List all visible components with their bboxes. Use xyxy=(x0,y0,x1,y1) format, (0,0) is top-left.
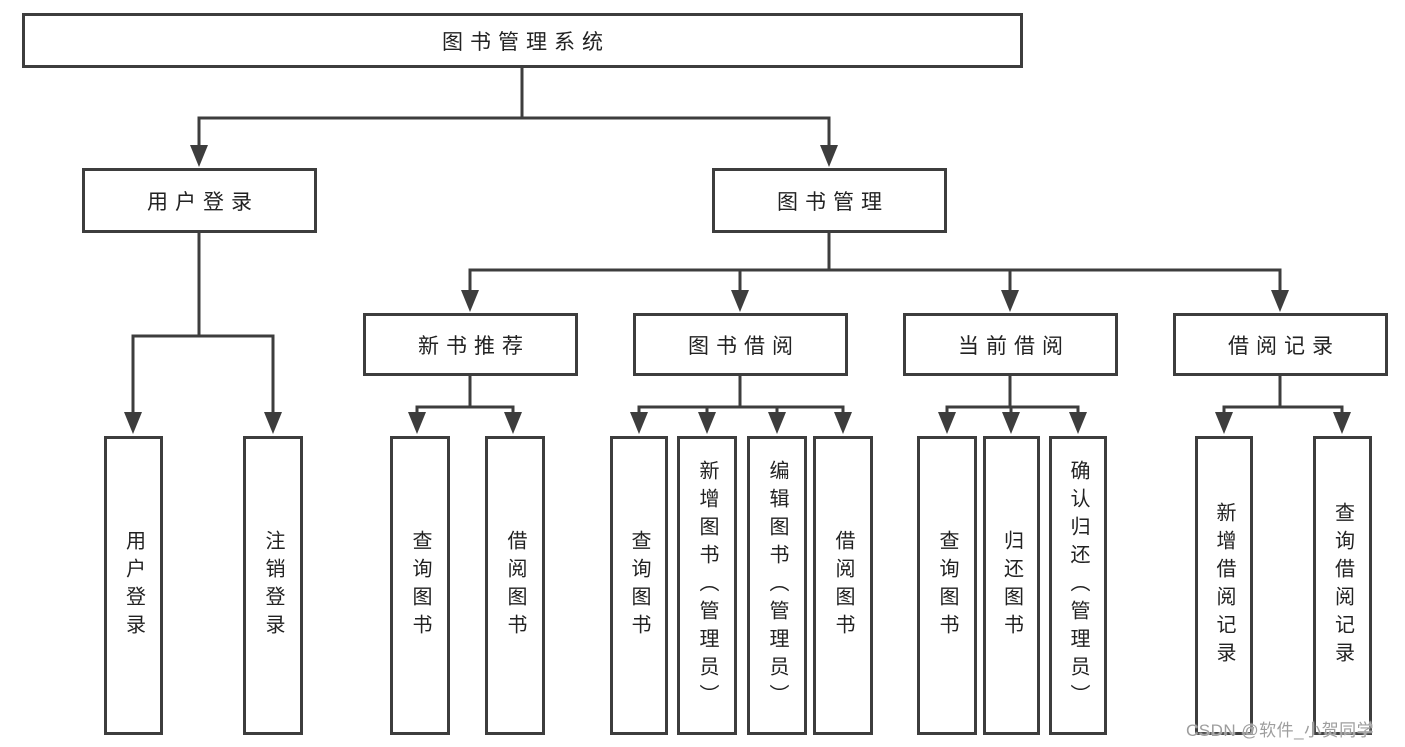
node-label: 确认归还（管理员） xyxy=(1067,459,1089,712)
leaf-add-borrow-record: 新增借阅记录 xyxy=(1195,436,1253,735)
node-root-system: 图书管理系统 xyxy=(22,13,1023,68)
connector-user-login xyxy=(131,232,275,413)
node-label: 图书借阅 xyxy=(688,334,800,358)
node-label: 注销登录 xyxy=(262,529,284,642)
arrow-down-icon xyxy=(768,412,786,434)
arrow-down-icon xyxy=(630,412,648,434)
node-label: 借阅记录 xyxy=(1228,334,1340,358)
arrow-down-icon xyxy=(1333,412,1351,434)
node-borrow-record: 借阅记录 xyxy=(1173,313,1388,376)
arrow-down-icon xyxy=(1069,412,1087,434)
leaf-query-book-2: 查询图书 xyxy=(610,436,668,735)
node-label: 借阅图书 xyxy=(504,529,526,642)
arrow-down-icon xyxy=(834,412,852,434)
node-label: 用户登录 xyxy=(147,190,259,214)
connector-current-borrow xyxy=(945,376,1080,413)
node-label: 新增借阅记录 xyxy=(1213,501,1235,670)
node-book-mgmt: 图书管理 xyxy=(712,168,947,233)
watermark: CSDN @软件_小贺同学 xyxy=(1186,721,1375,740)
arrow-down-icon xyxy=(1215,412,1233,434)
arrow-down-icon xyxy=(938,412,956,434)
node-label: 归还图书 xyxy=(1000,529,1023,642)
arrow-down-icon xyxy=(1271,290,1289,312)
connector-new-book xyxy=(415,376,515,413)
leaf-add-book-admin: 新增图书（管理员） xyxy=(677,436,737,735)
node-label: 当前借阅 xyxy=(958,334,1070,358)
arrow-down-icon xyxy=(461,290,479,312)
node-user-login: 用户登录 xyxy=(82,168,317,233)
node-label: 用户登录 xyxy=(122,529,145,642)
arrow-down-icon xyxy=(820,145,838,167)
node-label: 编辑图书（管理员） xyxy=(766,459,788,712)
arrow-down-icon xyxy=(1002,412,1020,434)
leaf-logout: 注销登录 xyxy=(243,436,303,735)
node-label: 借阅图书 xyxy=(832,529,854,642)
node-book-borrow: 图书借阅 xyxy=(633,313,848,376)
leaf-confirm-return-admin: 确认归还（管理员） xyxy=(1049,436,1107,735)
leaf-borrow-book-1: 借阅图书 xyxy=(485,436,545,735)
node-label: 新增图书（管理员） xyxy=(696,459,718,712)
node-label: 查询图书 xyxy=(409,529,431,642)
node-label: 查询图书 xyxy=(936,529,958,642)
arrow-down-icon xyxy=(731,290,749,312)
arrow-down-icon xyxy=(124,412,142,434)
leaf-edit-book-admin: 编辑图书（管理员） xyxy=(747,436,807,735)
arrow-down-icon xyxy=(264,412,282,434)
connector-book-mgmt xyxy=(468,233,1282,291)
arrow-down-icon xyxy=(698,412,716,434)
leaf-borrow-book-2: 借阅图书 xyxy=(813,436,873,735)
connector-borrow-record xyxy=(1222,376,1344,413)
node-label: 查询借阅记录 xyxy=(1331,501,1354,670)
leaf-user-login: 用户登录 xyxy=(104,436,163,735)
node-label: 查询图书 xyxy=(628,529,650,642)
arrow-down-icon xyxy=(408,412,426,434)
arrow-down-icon xyxy=(190,145,208,167)
connector-root xyxy=(197,68,831,146)
node-current-borrow: 当前借阅 xyxy=(903,313,1118,376)
leaf-query-book-3: 查询图书 xyxy=(917,436,977,735)
node-label: 图书管理系统 xyxy=(442,30,610,54)
leaf-return-book: 归还图书 xyxy=(983,436,1040,735)
leaf-query-book-1: 查询图书 xyxy=(390,436,450,735)
node-new-book-rec: 新书推荐 xyxy=(363,313,578,376)
leaf-query-borrow-record: 查询借阅记录 xyxy=(1313,436,1372,735)
arrow-down-icon xyxy=(1001,290,1019,312)
node-label: 图书管理 xyxy=(777,190,889,214)
connector-book-borrow xyxy=(637,376,845,413)
arrow-down-icon xyxy=(504,412,522,434)
node-label: 新书推荐 xyxy=(418,334,530,358)
